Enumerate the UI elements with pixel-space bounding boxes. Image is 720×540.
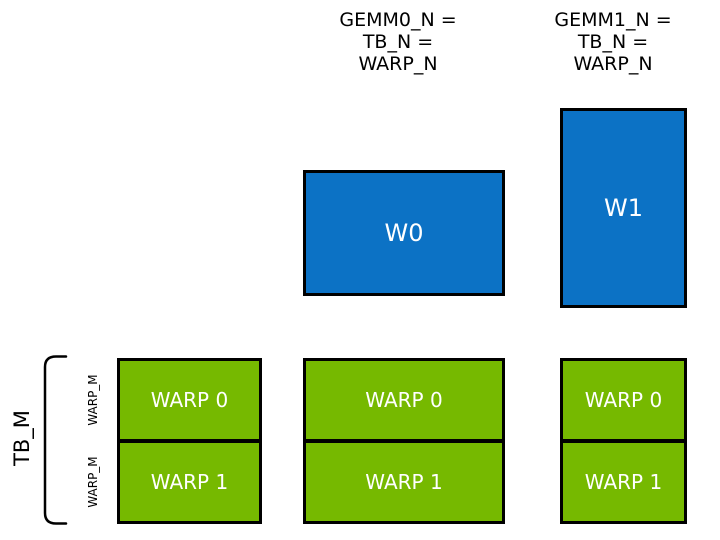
warp-cell: WARP 1 (306, 443, 502, 521)
tb-m-label: TB_M (10, 410, 34, 466)
w1-tile-label: W1 (604, 194, 643, 222)
warp-column-2: WARP 0 WARP 1 (560, 358, 687, 524)
warp-cell-label: WARP 0 (365, 388, 443, 412)
gemm0-label-line3: WARP_N (358, 53, 438, 75)
warp-m-row0-label: WARP_M (86, 374, 100, 426)
warp-m-row1-label: WARP_M (86, 456, 100, 508)
tb-m-bracket-icon (43, 355, 68, 525)
warp-cell-label: WARP 1 (365, 470, 443, 494)
warp-column-0: WARP 0 WARP 1 (117, 358, 262, 524)
warp-cell-label: WARP 1 (584, 470, 663, 494)
warp-cell: WARP 0 (563, 361, 684, 443)
gemm0-label-line2: TB_N = (362, 31, 434, 53)
warp-cell: WARP 0 (306, 361, 502, 443)
warp-column-1: WARP 0 WARP 1 (303, 358, 505, 524)
warp-cell: WARP 1 (563, 443, 684, 521)
w1-tile: W1 (560, 108, 687, 308)
warp-cell-label: WARP 1 (150, 470, 229, 494)
warp-cell-label: WARP 0 (150, 388, 229, 412)
gemm1-dimension-label: GEMM1_N = TB_N = WARP_N (498, 9, 720, 75)
gemm1-label-line3: WARP_N (573, 53, 653, 75)
gemm1-label-line1: GEMM1_N = (554, 9, 672, 31)
w0-tile: W0 (303, 170, 505, 296)
gemm0-dimension-label: GEMM0_N = TB_N = WARP_N (283, 9, 513, 75)
warp-cell: WARP 0 (120, 361, 259, 443)
warp-cell-label: WARP 0 (584, 388, 663, 412)
gemm0-label-line1: GEMM0_N = (339, 9, 457, 31)
gemm1-label-line2: TB_N = (577, 31, 649, 53)
w0-tile-label: W0 (384, 219, 424, 247)
warp-cell: WARP 1 (120, 443, 259, 521)
